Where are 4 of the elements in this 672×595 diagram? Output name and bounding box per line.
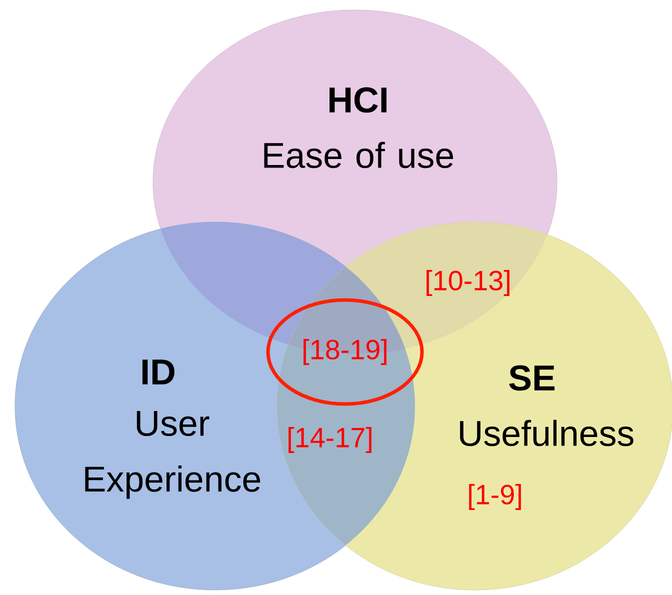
range-label: [10-13] xyxy=(426,270,510,296)
range-label: [14-17] xyxy=(288,427,372,453)
highlight-ring: [18-19] xyxy=(266,298,424,406)
range-label: [1-9] xyxy=(469,484,521,510)
